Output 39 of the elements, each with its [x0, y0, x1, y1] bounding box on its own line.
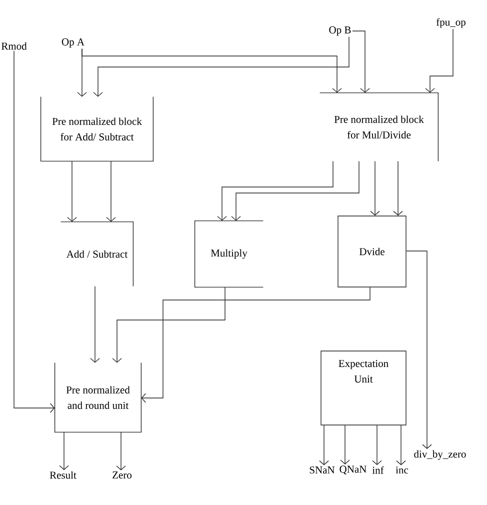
- signal-label: Rmod: [1, 42, 27, 50]
- signal-label: QNaN: [340, 466, 366, 474]
- process-box: Pre normalized block for Mul/Divide: [319, 92, 439, 162]
- arrow: [90, 286, 100, 363]
- arrow: [112, 286, 226, 363]
- arrow: [231, 160, 360, 221]
- arrow: [106, 160, 116, 222]
- arrow: [406, 250, 432, 450]
- arrow: [340, 425, 350, 464]
- signal-label: Op B: [329, 26, 351, 36]
- arrow: [67, 160, 77, 222]
- arrow: [82, 48, 342, 93]
- process-box: Pre normalized and round unit: [54, 362, 142, 433]
- process-box: Multiply: [194, 220, 264, 288]
- arrow: [370, 160, 380, 216]
- arrow: [372, 425, 382, 466]
- arrow: [93, 36, 350, 97]
- arrow: [396, 425, 406, 466]
- signal-label: Op A: [62, 38, 84, 48]
- arrow: [141, 287, 370, 403]
- signal-label: fpu_op: [436, 18, 466, 28]
- arrow: [14, 50, 55, 413]
- signal-label: inc: [396, 466, 408, 474]
- arrow: [393, 160, 403, 216]
- signal-label: SNaN: [310, 466, 335, 474]
- arrow: [319, 425, 329, 466]
- process-box: Dvide: [338, 216, 406, 288]
- process-box: Add / Subtract: [60, 221, 134, 287]
- signal-label: inf: [372, 466, 384, 474]
- arrow: [217, 160, 334, 221]
- process-box: Pre normalized block for Add/ Subtract: [40, 96, 154, 162]
- signal-label: Result: [50, 471, 76, 479]
- process-box: Expectation Unit: [320, 350, 406, 426]
- arrow: [59, 432, 69, 470]
- signal-label: Zero: [112, 472, 132, 478]
- arrow: [116, 432, 126, 470]
- arrow: [425, 28, 454, 93]
- signal-label: div_by_zero: [414, 450, 466, 460]
- arrow: [352, 30, 370, 93]
